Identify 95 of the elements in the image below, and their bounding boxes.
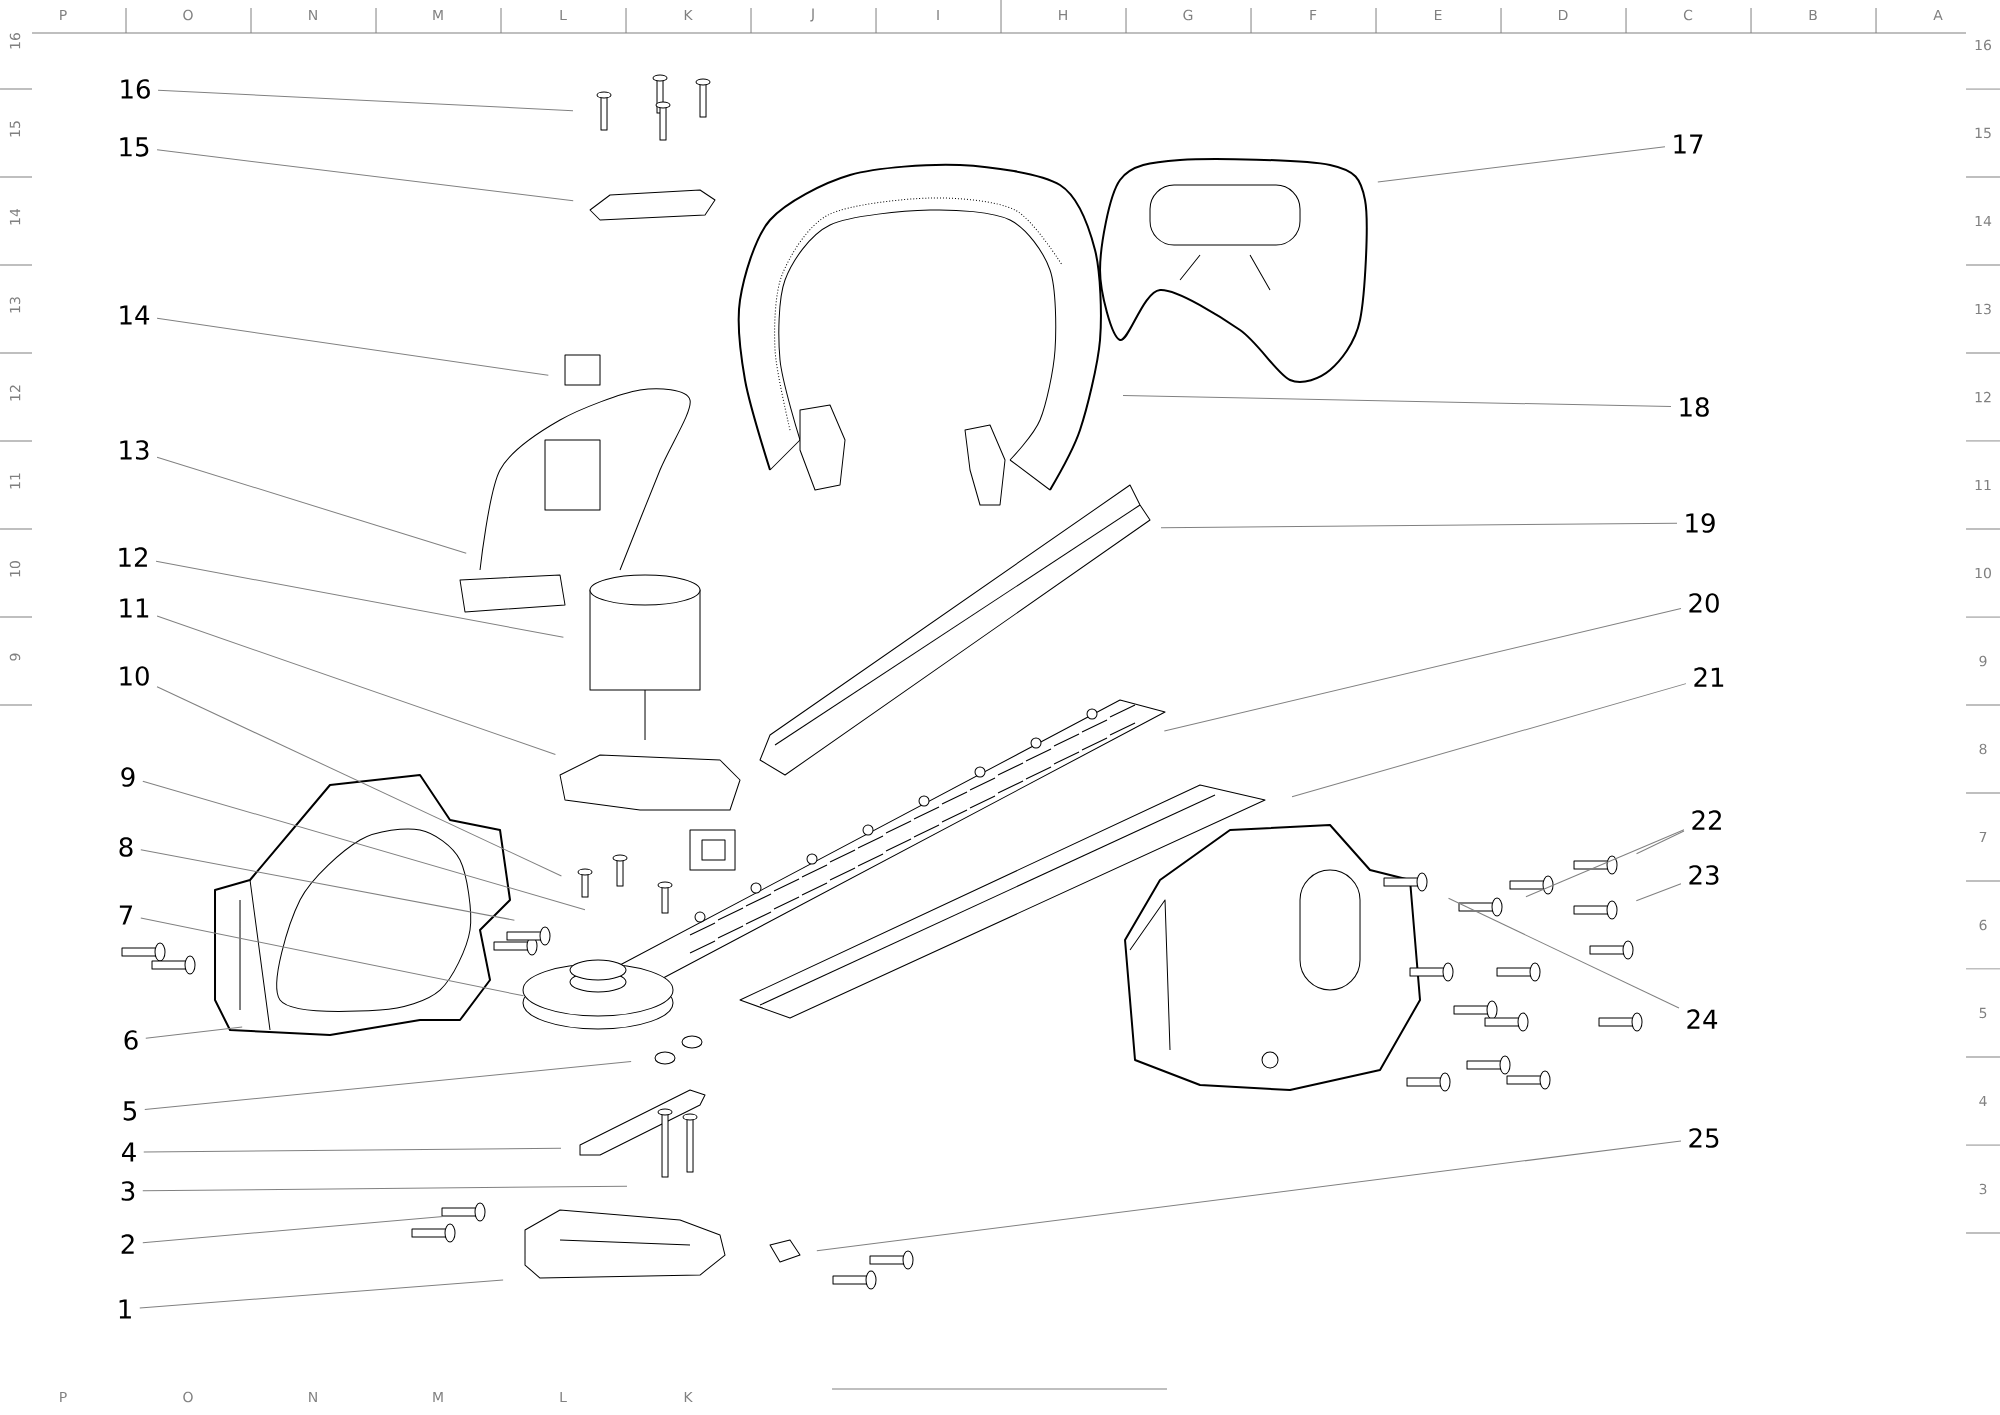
leader-line [156, 615, 556, 755]
callout-number: 25 [1689, 1128, 1719, 1148]
grid-reference: N [309, 9, 317, 21]
leader-line [155, 560, 564, 638]
callout-number: 19 [1686, 513, 1715, 533]
leader-line [1160, 522, 1678, 529]
grid-reference: E [1435, 9, 1442, 21]
grid-reference: 13 [9, 297, 21, 313]
leader-line [1448, 897, 1680, 1009]
grid-reference: 12 [9, 385, 21, 401]
grid-reference: 7 [1979, 831, 1987, 843]
leader-line [156, 317, 549, 376]
callout-number: 23 [1689, 865, 1719, 885]
callout-number: 5 [123, 1101, 136, 1121]
grid-reference: 16 [1975, 39, 1992, 51]
leader-line [816, 1140, 1682, 1252]
grid-reference: 12 [1975, 391, 1991, 403]
grid-reference: 9 [1979, 655, 1987, 667]
grid-reference: 14 [9, 208, 21, 225]
grid-reference: 11 [9, 473, 21, 489]
leader-line [156, 456, 467, 554]
grid-reference: 15 [1975, 127, 1991, 139]
leader-line [1122, 395, 1672, 408]
grid-reference: L [560, 9, 567, 21]
leader-line [1525, 829, 1685, 898]
grid-reference: M [433, 9, 443, 21]
leader-line [143, 1147, 562, 1153]
leader-line [142, 1215, 447, 1244]
callout-number: 14 [120, 305, 150, 325]
callout-number: 11 [120, 598, 149, 618]
grid-reference: 6 [1979, 919, 1987, 931]
grid-reference: L [560, 1391, 567, 1403]
grid-reference: 3 [1979, 1183, 1987, 1195]
callout-number: 13 [120, 440, 149, 460]
callout-number: 6 [124, 1030, 138, 1050]
callout-number: 18 [1680, 397, 1709, 417]
leader-line [1291, 683, 1687, 798]
grid-reference: M [433, 1391, 443, 1403]
grid-reference: 8 [1979, 743, 1987, 755]
leader-line [142, 780, 586, 911]
grid-reference: 10 [9, 561, 21, 577]
callout-number: 3 [121, 1181, 135, 1201]
grid-reference: O [183, 1391, 193, 1403]
callout-number: 2 [121, 1234, 134, 1254]
callout-number: 24 [1687, 1009, 1718, 1029]
leader-line [156, 149, 574, 202]
grid-reference: 13 [1975, 303, 1991, 315]
grid-reference: K [684, 9, 693, 21]
leader-line [1636, 830, 1685, 855]
grid-reference: 15 [9, 121, 21, 137]
grid-reference: 5 [1979, 1007, 1987, 1019]
grid-reference: 4 [1979, 1095, 1987, 1107]
grid-reference: I [937, 9, 939, 21]
leader-line [140, 917, 524, 997]
callout-number: 21 [1694, 667, 1724, 687]
callout-number: 17 [1674, 134, 1703, 154]
callout-number: 16 [121, 79, 150, 99]
grid-reference: C [1683, 9, 1693, 21]
grid-reference: A [1933, 9, 1943, 21]
grid-reference: F [1310, 9, 1317, 21]
leader-line [1635, 883, 1682, 902]
grid-reference: 11 [1975, 479, 1991, 491]
callout-number: 10 [120, 666, 149, 686]
grid-reference: D [1559, 9, 1568, 21]
grid-reference: P [60, 1391, 67, 1403]
leader-line [142, 1185, 628, 1192]
grid-reference: P [60, 9, 67, 21]
callout-number: 12 [119, 547, 147, 567]
grid-reference: O [183, 9, 193, 21]
grid-reference: 10 [1975, 567, 1991, 579]
leader-line [145, 1026, 243, 1039]
grid-reference: K [684, 1391, 693, 1403]
callout-number: 15 [120, 137, 149, 157]
grid-reference: N [309, 1391, 317, 1403]
callout-number: 9 [121, 767, 135, 787]
callout-number: 8 [119, 837, 133, 857]
leader-line [1377, 146, 1666, 183]
grid-reference: 9 [9, 653, 21, 661]
leader-line [1163, 607, 1682, 732]
leader-line [144, 1061, 632, 1111]
grid-reference: 16 [9, 33, 21, 49]
grid-reference: J [810, 8, 814, 22]
leader-line [156, 686, 562, 877]
callout-number: 7 [119, 905, 133, 925]
grid-reference: 14 [1975, 215, 1992, 227]
callout-number: 22 [1692, 810, 1721, 830]
leader-line [139, 1279, 504, 1309]
callout-number: 1 [119, 1299, 131, 1319]
leader-line [157, 89, 574, 112]
callout-number: 4 [122, 1142, 136, 1162]
grid-reference: B [1809, 9, 1817, 21]
callout-number: 20 [1689, 593, 1719, 613]
leader-line [140, 849, 515, 921]
grid-reference: G [1183, 9, 1193, 21]
grid-reference: H [1059, 9, 1067, 21]
